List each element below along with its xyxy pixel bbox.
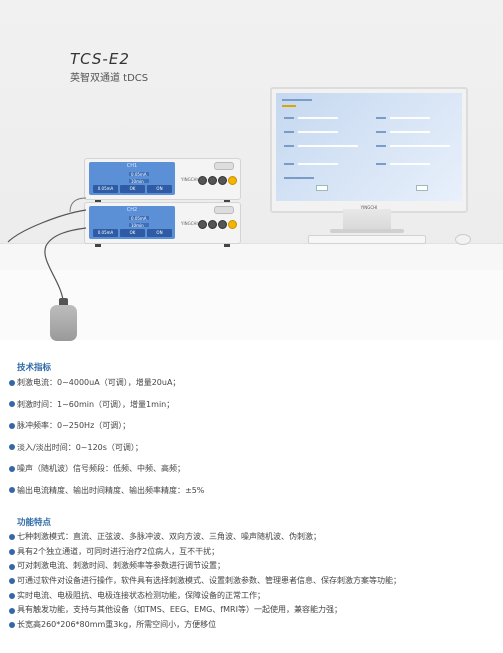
power-switch[interactable] [214, 162, 234, 170]
stimulator-unit-1: CH1 0.05mA 10min 0.05mA OK ON YINGCHI [84, 158, 241, 203]
device-foot [95, 200, 101, 203]
feature-item: 具有2个独立通道，可同时进行治疗2位病人，互不干扰； [9, 545, 401, 560]
current-row: 0.05mA [93, 172, 171, 177]
current-bar [129, 172, 149, 176]
device-foot [224, 200, 230, 203]
spec-item: 淡入/淡出时间：0~120s（可调）； [9, 437, 204, 459]
monitor: YINGCHI [270, 87, 468, 213]
feature-item: 可通过软件对设备进行操作，软件具有选择刺激模式、设置刺激参数、管理患者信息、保存… [9, 574, 401, 589]
current-bar [129, 216, 149, 220]
electrode-sponge-pad [50, 305, 77, 341]
time-bar [129, 179, 149, 183]
channel-label: CH1 [126, 163, 138, 169]
connector-knob-3[interactable] [218, 220, 227, 229]
status-box-output: ON [147, 229, 172, 237]
time-bar [129, 223, 149, 227]
connector-knob-2[interactable] [208, 176, 217, 185]
spec-item: 噪声（随机波）信号频段：低频、中频、高频； [9, 458, 204, 480]
feature-item: 具有触发功能，支持与其他设备（如TMS、EEG、EMG、fMRI等）一起使用，兼… [9, 603, 401, 618]
feature-item: 长宽高260*206*80mm重3kg，所需空间小，方便移位 [9, 618, 401, 633]
time-row: 10min [93, 179, 171, 184]
current-value: 0.05mA [131, 172, 147, 177]
status-box-impedance: OK [120, 185, 145, 193]
time-value: 10min [131, 223, 144, 228]
connector-knob-3[interactable] [218, 176, 227, 185]
feature-item: 实时电流、电极阻抗、电极连接状态检测功能，保障设备的正常工作； [9, 589, 401, 604]
current-row: 0.05mA [93, 216, 171, 221]
connector-knob-1[interactable] [198, 220, 207, 229]
connector-knob-2[interactable] [208, 220, 217, 229]
time-value: 10min [131, 179, 144, 184]
status-box-impedance: OK [120, 229, 145, 237]
status-box-output: ON [147, 185, 172, 193]
connector-knob-yellow[interactable] [228, 176, 237, 185]
stimulator-unit-2: CH2 0.05mA 10min 0.05mA OK ON YINGCHI [84, 202, 241, 247]
connector-knob-yellow[interactable] [228, 220, 237, 229]
device-screen: CH1 0.05mA 10min 0.05mA OK ON [89, 162, 175, 195]
specs-title: 技术指标 [17, 363, 52, 373]
monitor-stand-base [330, 229, 404, 233]
monitor-brand: YINGCHI [360, 205, 378, 210]
status-boxes: 0.05mA OK ON [93, 185, 172, 193]
device-brand: YINGCHI [181, 221, 198, 226]
feature-item: 可对刺激电流、刺激时间、刺激频率等参数进行调节设置； [9, 559, 401, 574]
floor-area [0, 270, 503, 340]
connector-knob-1[interactable] [198, 176, 207, 185]
time-row: 10min [93, 223, 171, 228]
status-boxes: 0.05mA OK ON [93, 229, 172, 237]
spec-item: 脉冲频率：0~250Hz（可调）； [9, 415, 204, 437]
product-model: TCS-E2 [70, 50, 130, 68]
status-box-current: 0.05mA [93, 229, 118, 237]
spec-item: 输出电流精度、输出时间精度、输出频率精度：±5% [9, 480, 204, 502]
current-value: 0.05mA [131, 216, 147, 221]
device-brand: YINGCHI [181, 177, 198, 182]
screen-button [316, 185, 328, 191]
status-box-current: 0.05mA [93, 185, 118, 193]
mouse [455, 234, 471, 245]
monitor-stand [343, 209, 391, 231]
channel-label: CH2 [126, 207, 138, 213]
specs-list: 刺激电流：0~4000uA（可调），增量20uA； 刺激时间：1~60min（可… [9, 372, 204, 501]
display-shelf [0, 243, 503, 271]
spec-item: 刺激电流：0~4000uA（可调），增量20uA； [9, 372, 204, 394]
device-foot [95, 244, 101, 247]
electrode-connector [59, 298, 68, 307]
keyboard [308, 235, 426, 244]
device-screen: CH2 0.05mA 10min 0.05mA OK ON [89, 206, 175, 239]
software-screen [276, 93, 462, 201]
spec-item: 刺激时间：1~60min（可调），增量1min； [9, 394, 204, 416]
power-switch[interactable] [214, 206, 234, 214]
features-title: 功能特点 [17, 518, 52, 528]
product-subtitle: 英智双通道 tDCS [70, 73, 149, 84]
feature-item: 七种刺激模式：直流、正弦波、多脉冲波、双向方波、三角波、噪声随机波、伪刺激； [9, 530, 401, 545]
features-list: 七种刺激模式：直流、正弦波、多脉冲波、双向方波、三角波、噪声随机波、伪刺激； 具… [9, 530, 401, 633]
electrode-cable [7, 197, 87, 301]
screen-button [416, 185, 428, 191]
device-foot [224, 244, 230, 247]
